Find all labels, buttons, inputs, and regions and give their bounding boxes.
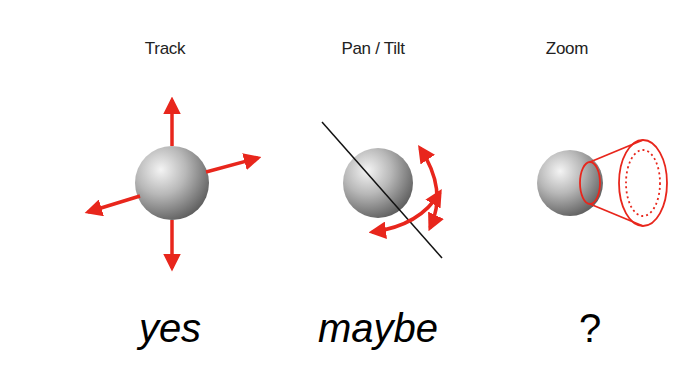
verdict-label: yes	[139, 306, 201, 350]
motion-heading: Zoom	[546, 40, 588, 59]
pan-tilt-figure	[322, 122, 442, 258]
motion-heading: Track	[145, 40, 185, 59]
zoom-figure	[537, 140, 667, 226]
verdict-label: ?	[579, 306, 601, 350]
verdict-label: maybe	[318, 306, 438, 350]
track-figure	[88, 100, 258, 268]
motion-heading: Pan / Tilt	[341, 40, 404, 59]
